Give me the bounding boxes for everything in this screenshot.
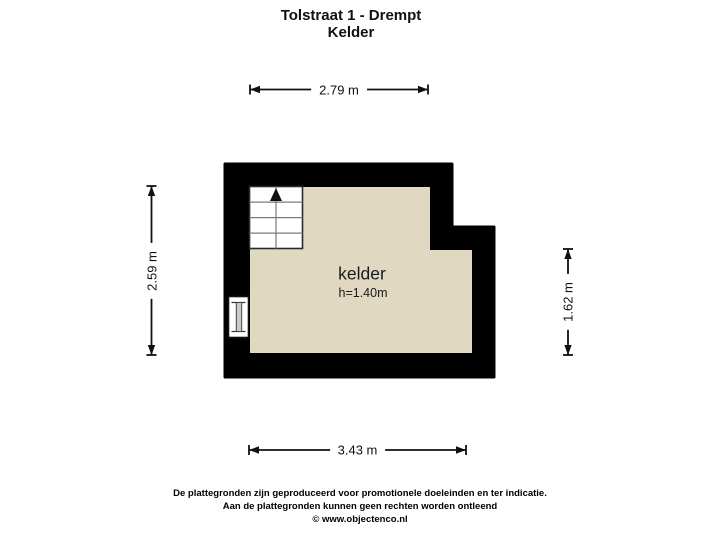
stairs-icon (248, 185, 304, 250)
disclaimer-line-1: De plattegronden zijn geproduceerd voor … (173, 488, 547, 499)
room-height-label: h=1.40m (338, 286, 388, 300)
disclaimer-footer: De plattegronden zijn geproduceerd voor … (173, 487, 547, 526)
room-floor (250, 187, 472, 353)
copyright-line: © www.objectenco.nl (312, 514, 408, 525)
window-icon (227, 295, 250, 339)
page-title: Tolstraat 1 - Drempt (280, 7, 422, 24)
dimension-label-bottom: 3.43 m (329, 441, 386, 459)
page-title-block: Tolstraat 1 - Drempt Kelder (281, 7, 422, 41)
disclaimer-line-2: Aan de plattegronden kunnen geen rechten… (222, 501, 498, 512)
dimension-label-left: 2.59 m (143, 242, 160, 299)
dimension-label-right: 1.62 m (559, 274, 577, 330)
page-subtitle: Kelder (327, 24, 375, 41)
room-name-label: kelder (338, 263, 386, 284)
stairs-up-arrow-icon (270, 188, 282, 201)
dimension-label-top: 2.79 m (311, 81, 367, 98)
